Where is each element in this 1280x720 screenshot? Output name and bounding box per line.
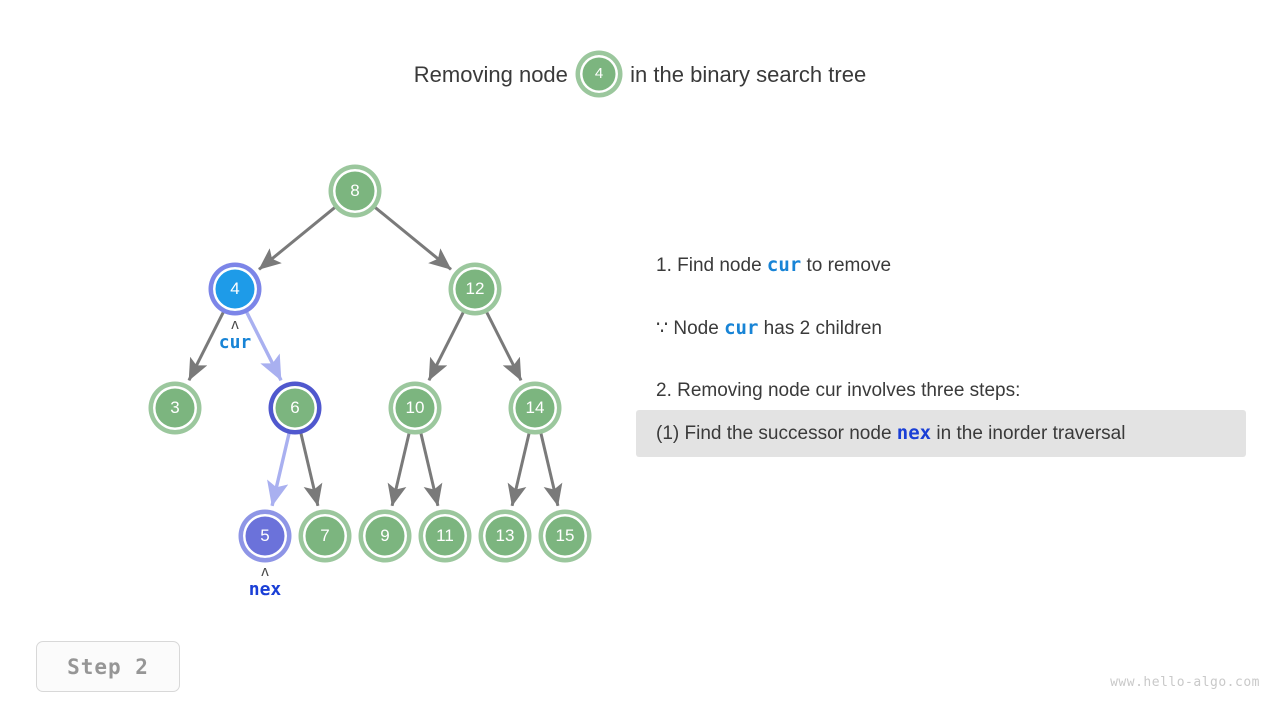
tree-edge-4-3	[187, 309, 226, 381]
step-line-3: 2. Removing node cur involves three step…	[656, 380, 1021, 401]
title-node-4: 4	[580, 55, 619, 93]
step1-text-a: 1. Find node	[656, 255, 767, 276]
tree-node-7[interactable]: 7	[303, 514, 347, 558]
tree-node-5[interactable]: 5	[243, 514, 287, 558]
tree-node-8[interactable]: 8	[333, 169, 377, 213]
spacer-2	[636, 348, 1266, 372]
step-badge: Step 2	[36, 641, 180, 692]
caret-icon: ʌ	[261, 563, 269, 580]
step-line-4-highlighted: (1) Find the successor node nex in the i…	[636, 410, 1266, 457]
title-suffix: in the binary search tree	[630, 62, 867, 87]
tree-edge-14-13	[507, 431, 531, 507]
tree-edge-4-6	[244, 309, 283, 382]
tree-edge-10-9	[387, 431, 411, 507]
tree-node-14[interactable]: 14	[513, 386, 557, 430]
title-prefix: Removing node	[413, 62, 568, 87]
step2-text-a: ∵ Node	[656, 318, 725, 339]
tree-edge-6-7	[299, 431, 323, 507]
tree-edges-layer	[187, 205, 563, 507]
step4-text-b: in the inorder traversal	[931, 423, 1126, 444]
step4-code-nex: nex	[896, 422, 932, 444]
step4-text-a: (1) Find the successor node	[656, 423, 897, 444]
step1-text-b: to remove	[801, 255, 892, 276]
step-line-1: 1. Find node cur to remove	[636, 246, 1266, 285]
tree-edge-12-10	[427, 309, 466, 381]
step2-code-cur: cur	[724, 317, 759, 339]
highlight-box: (1) Find the successor node nex in the i…	[636, 410, 1246, 457]
tree-edge-8-12	[372, 205, 452, 271]
tree-node-3[interactable]: 3	[153, 386, 197, 430]
tree-node-13[interactable]: 13	[483, 514, 527, 558]
step2-text-b: has 2 children	[758, 318, 882, 339]
tree-edge-6-5	[267, 430, 292, 507]
step1-code-cur: cur	[766, 254, 802, 276]
spacer-1	[636, 285, 1266, 309]
tree-node-6[interactable]: 6	[273, 386, 317, 430]
pointer-label-nex: nex	[248, 579, 282, 600]
caret-icon: ʌ	[231, 316, 239, 333]
tree-edge-8-4	[258, 205, 338, 271]
tree-node-11[interactable]: 11	[423, 514, 467, 558]
step-line-2: ∵ Node cur has 2 children	[636, 309, 1266, 348]
page-title: Removing node 4 in the binary search tre…	[0, 55, 1280, 94]
tree-node-10[interactable]: 10	[393, 386, 437, 430]
tree-node-4[interactable]: 4	[213, 267, 257, 311]
watermark: www.hello-algo.com	[1110, 675, 1260, 690]
tree-edge-14-15	[539, 431, 563, 507]
tree-edge-10-11	[419, 431, 443, 507]
explanation-panel: 1. Find node cur to remove ∵ Node cur ha…	[636, 246, 1266, 457]
tree-node-12[interactable]: 12	[453, 267, 497, 311]
tree-node-15[interactable]: 15	[543, 514, 587, 558]
tree-node-9[interactable]: 9	[363, 514, 407, 558]
pointer-label-cur: cur	[218, 332, 252, 353]
tree-edge-12-14	[484, 309, 523, 381]
